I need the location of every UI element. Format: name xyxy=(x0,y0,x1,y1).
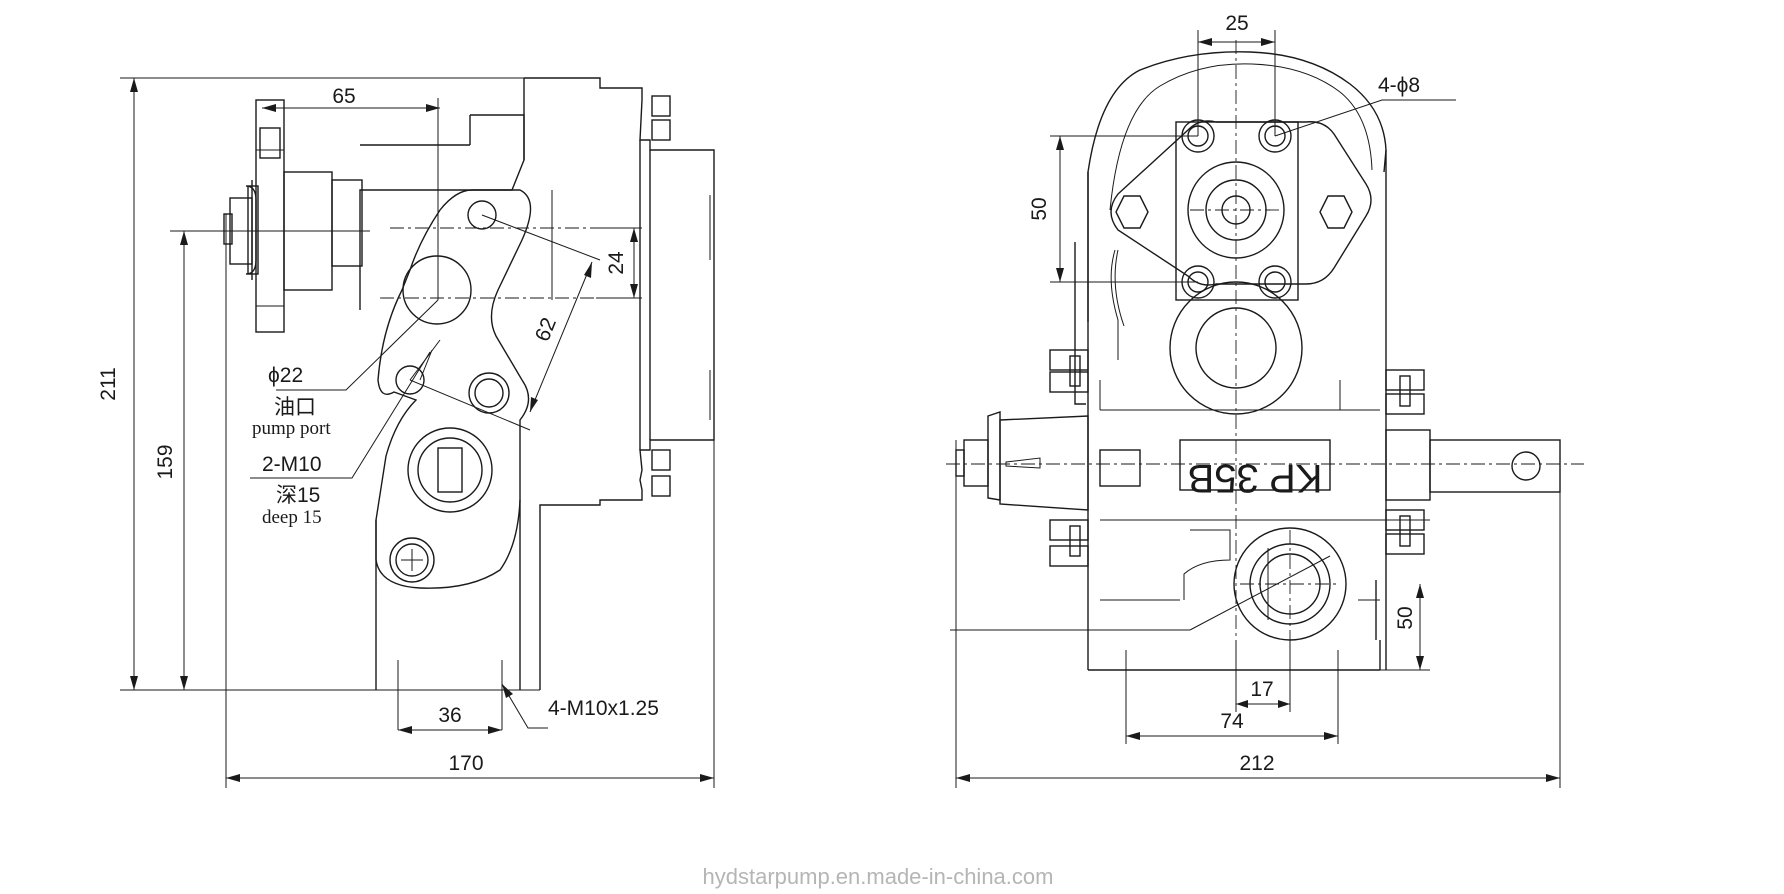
dim-62: 62 xyxy=(531,314,561,344)
dim-212: 212 xyxy=(1239,752,1274,775)
dim-170: 170 xyxy=(448,752,483,775)
four-bolt-flange xyxy=(1110,120,1372,286)
thread-4-m10x1-25: 4-M10x1.25 xyxy=(548,697,659,720)
left-dimensions: 65 211 159 24 62 36 170 xyxy=(97,78,714,782)
dim-65: 65 xyxy=(332,85,355,108)
dim-50-bottom: 50 xyxy=(1394,606,1417,629)
right-dimensions: 25 4-ϕ8 50 50 17 74 xyxy=(950,12,1561,788)
dim-24: 24 xyxy=(605,251,628,275)
pump-cover-outline xyxy=(1087,51,1387,322)
depth-label-cn: 深15 xyxy=(276,484,320,507)
pump-port-label-cn: 油口 xyxy=(274,396,316,419)
dim-211: 211 xyxy=(97,367,120,400)
dim-159: 159 xyxy=(154,444,177,479)
left-callouts: ϕ22 油口 pump port 2-M10 深15 deep 15 4-M10… xyxy=(250,299,659,729)
right-front-view: KP 35B xyxy=(946,40,1584,700)
dim-74: 74 xyxy=(1220,710,1244,733)
dim-36: 36 xyxy=(438,704,461,727)
model-plate-text: KP 35B xyxy=(1188,456,1323,500)
pump-port-diameter: ϕ22 xyxy=(268,364,303,387)
left-side-view xyxy=(120,77,715,788)
watermark: hydstarpump.en.made-in-china.com xyxy=(703,864,1054,889)
depth-label-en: deep 15 xyxy=(262,507,322,528)
four-holes-callout: 4-ϕ8 xyxy=(1378,74,1420,97)
pump-housing-outline xyxy=(524,77,715,690)
dim-50-top: 50 xyxy=(1028,197,1051,220)
thread-2-m10: 2-M10 xyxy=(262,453,322,476)
dim-25: 25 xyxy=(1225,12,1248,35)
pump-port-label-en: pump port xyxy=(252,418,331,439)
dim-17: 17 xyxy=(1250,678,1273,701)
